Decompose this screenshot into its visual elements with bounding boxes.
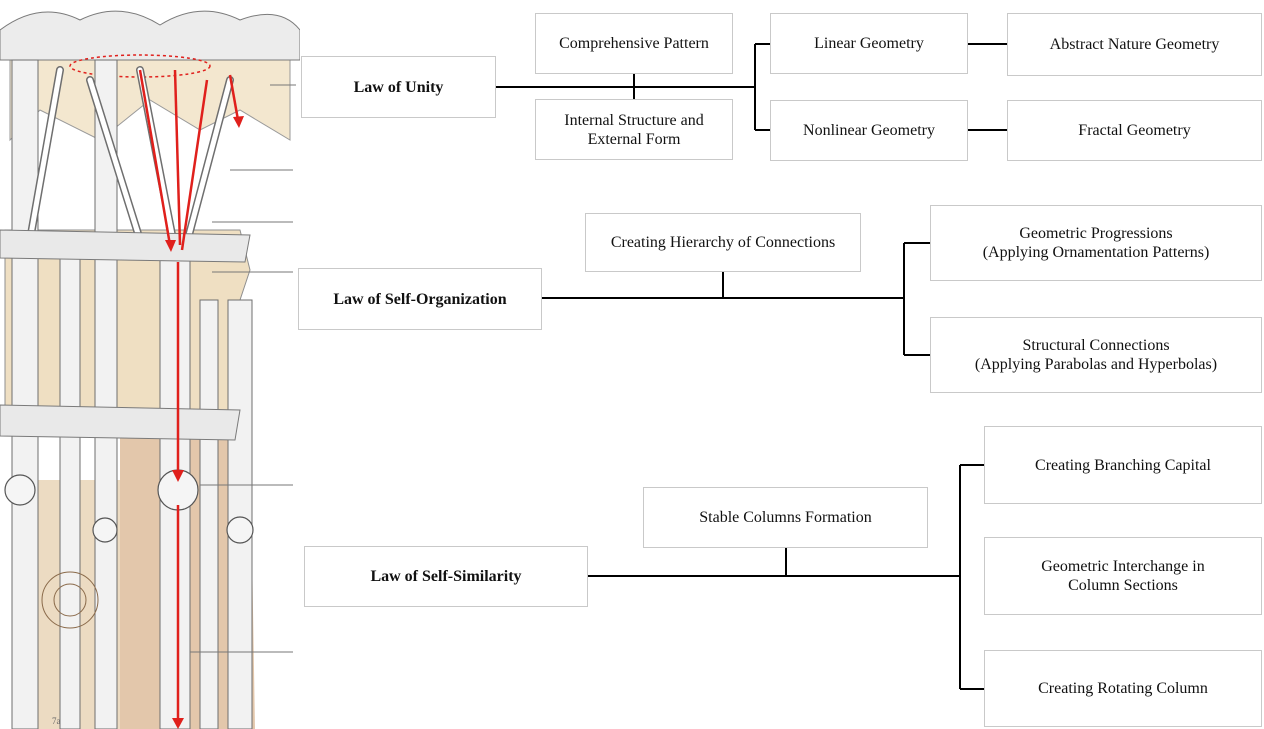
branching-column-illustration: 7a [0, 0, 300, 729]
fractal-geometry-box: Fractal Geometry [1007, 100, 1262, 161]
geometric-interchange-box: Geometric Interchange in Column Sections [984, 537, 1262, 615]
geometric-progressions-line2: (Applying Ornamentation Patterns) [982, 244, 1210, 261]
linear-geometry-box: Linear Geometry [770, 13, 968, 74]
law-of-self-organization-box: Law of Self-Organization [298, 268, 542, 330]
nonlinear-geometry-box: Nonlinear Geometry [770, 100, 968, 161]
creating-hierarchy-box: Creating Hierarchy of Connections [585, 213, 861, 272]
stable-columns-formation-box: Stable Columns Formation [643, 487, 928, 548]
abstract-nature-geometry-box: Abstract Nature Geometry [1007, 13, 1262, 76]
geometric-progressions-box: Geometric Progressions (Applying Ornamen… [930, 205, 1262, 281]
svg-text:7a: 7a [52, 716, 61, 726]
law-of-unity-box: Law of Unity [301, 56, 496, 118]
structural-connections-box: Structural Connections (Applying Parabol… [930, 317, 1262, 393]
internal-structure-box: Internal Structure and External Form [535, 99, 733, 160]
creating-rotating-column-box: Creating Rotating Column [984, 650, 1262, 727]
structural-connections-line2: (Applying Parabolas and Hyperbolas) [974, 356, 1218, 373]
comprehensive-pattern-box: Comprehensive Pattern [535, 13, 733, 74]
creating-branching-capital-box: Creating Branching Capital [984, 426, 1262, 504]
law-of-self-similarity-box: Law of Self-Similarity [304, 546, 588, 607]
structural-connections-line1: Structural Connections [1022, 337, 1170, 354]
geometric-progressions-line1: Geometric Progressions [1019, 225, 1173, 242]
